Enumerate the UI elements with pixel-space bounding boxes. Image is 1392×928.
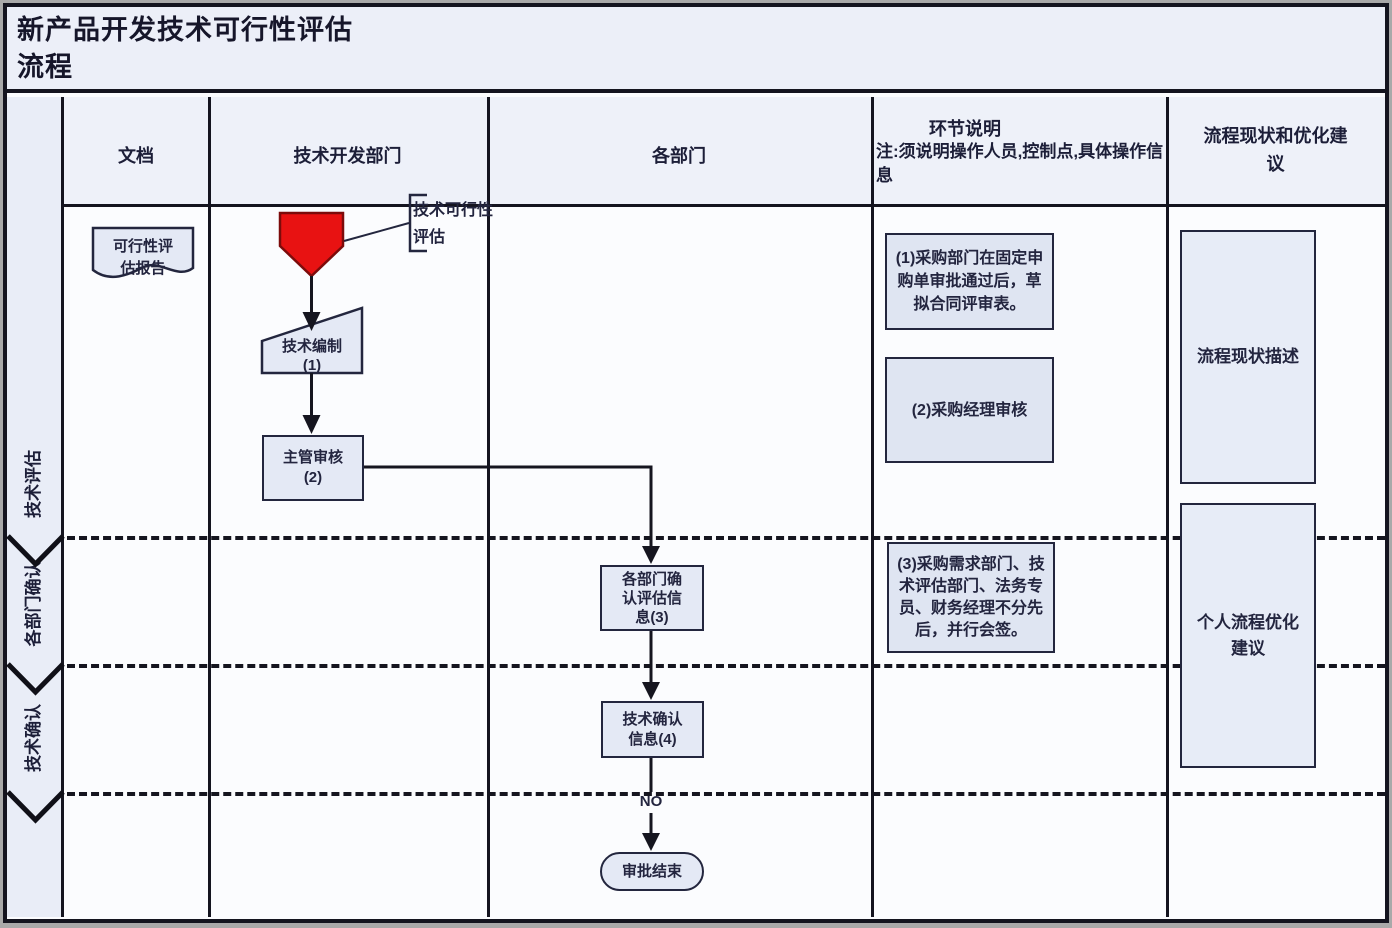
arrowhead-3: [642, 546, 660, 564]
phase-chevron-2: [6, 662, 65, 696]
column-header-status-text: 流程现状和优化建议: [1203, 126, 1348, 174]
column-header-status: 流程现状和优化建议: [1166, 122, 1385, 178]
no-branch-label: NO: [639, 793, 663, 810]
column-header-band: [64, 97, 1385, 207]
step4-node: 技术确认 信息(4): [601, 701, 704, 758]
column-header-step-desc-note: 注:须说明操作人员,控制点,具体操作信息: [876, 142, 1164, 185]
start-label: 技术可行性 评估: [413, 202, 494, 246]
step1-label: 技术编制 (1): [281, 338, 342, 374]
step2-node: 主管审核 (2): [262, 435, 364, 501]
document-shape: [91, 226, 195, 279]
note-2: (2)采购经理审核: [885, 357, 1054, 463]
arrowhead-5: [642, 833, 660, 851]
start-callout-line: [343, 222, 410, 242]
end-node: 审批结束: [600, 852, 704, 891]
phase-chevron-1: [6, 534, 65, 568]
page-title-line1: 新产品开发技术可行性评估: [17, 15, 353, 45]
arrow-step2-to-step3: [362, 465, 653, 547]
phase-band: [7, 97, 64, 917]
column-header-tech-dev: 技术开发部门: [293, 146, 402, 166]
step3-node: 各部门确 认评估信 息(3): [600, 565, 704, 631]
note-3: (3)采购需求部门、技术评估部门、法务专员、财务经理不分先后，并行会签。: [887, 542, 1055, 653]
start-shape: [278, 211, 345, 278]
column-divider-3: [871, 97, 874, 917]
column-divider-2: [487, 97, 490, 917]
title-band: 新产品开发技术可行性评估 流程: [7, 7, 1385, 93]
phase-separator-3: [67, 792, 1385, 796]
column-divider-4: [1166, 97, 1169, 917]
arrowhead-1: [302, 312, 321, 331]
arrowhead-4: [642, 682, 660, 700]
document-shape-label: 可行性评 估报告: [112, 238, 173, 277]
column-header-doc: 文档: [118, 146, 154, 166]
page-title-line2: 流程: [17, 52, 73, 82]
column-header-step-desc: 环节说明: [929, 119, 1001, 139]
phase-separator-2: [67, 664, 1385, 668]
note-1: (1)采购部门在固定申购单审批通过后，草拟合同评审表。: [885, 233, 1054, 330]
optimization-suggestion-box: 个人流程优化 建议: [1180, 503, 1316, 768]
step1-shape: [260, 306, 364, 375]
phase-chevron-3: [6, 790, 65, 824]
status-description-box: 流程现状描述: [1180, 230, 1316, 484]
phase-separator-1: [67, 536, 1385, 540]
column-divider-1: [208, 97, 211, 917]
arrowhead-2: [302, 415, 321, 434]
column-header-departments: 各部门: [652, 146, 706, 166]
start-label-bracket: [408, 193, 427, 253]
